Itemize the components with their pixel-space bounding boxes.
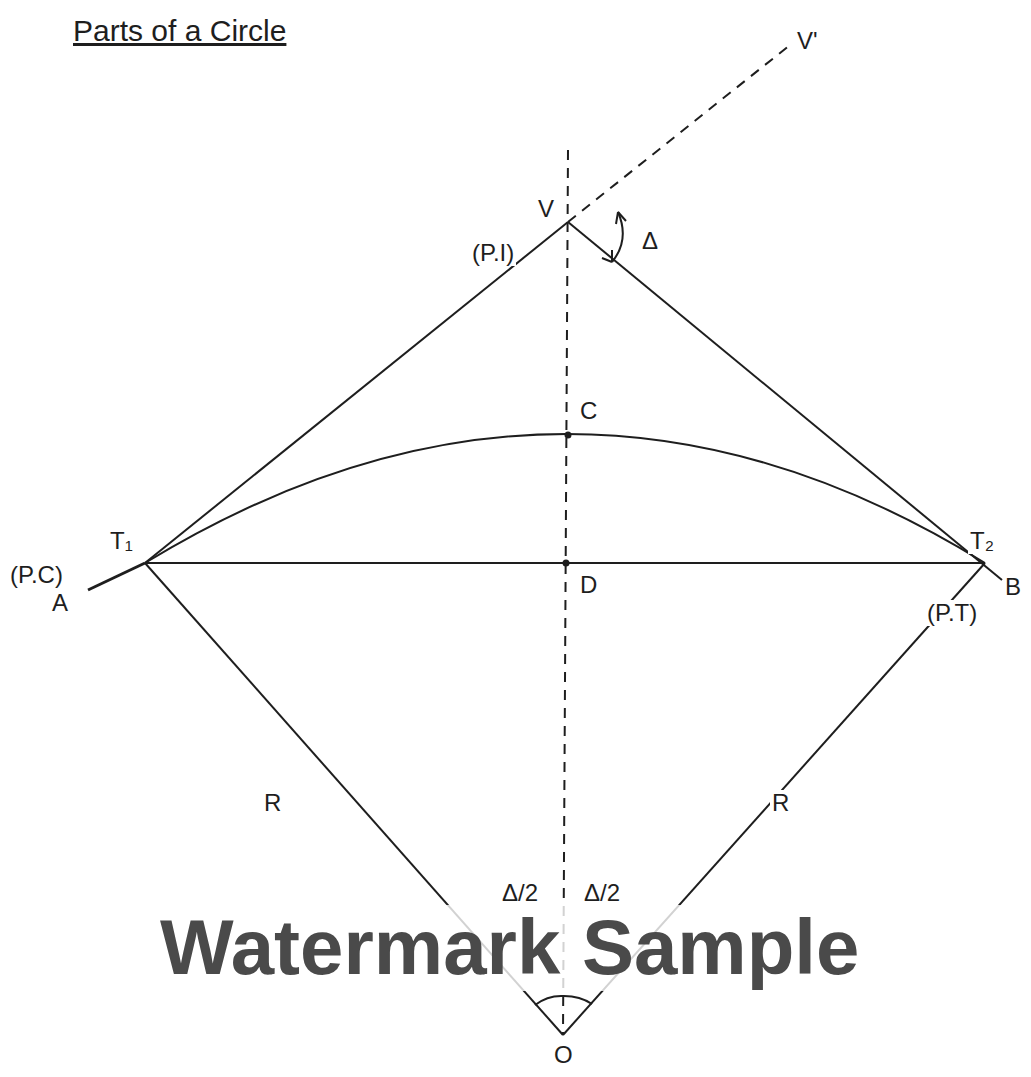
point-label: (P.C) <box>8 562 65 588</box>
approach-line <box>88 563 145 590</box>
diagram-title: Parts of a Circle <box>70 14 289 48</box>
point-label: V <box>536 196 556 222</box>
curve-arc <box>145 434 985 563</box>
forward-tangent <box>568 222 1002 580</box>
point-label: (P.I) <box>470 240 516 266</box>
radius-label: R <box>262 790 283 816</box>
middle-ordinate-line <box>563 150 568 1035</box>
point-label: T₁ <box>108 528 135 554</box>
point-label: O <box>552 1042 575 1068</box>
point-label: T₂ <box>968 528 996 554</box>
arrow-head <box>616 212 626 224</box>
point-label: C <box>578 398 599 424</box>
mid-chord-point <box>564 561 569 566</box>
angle-label: Δ <box>640 228 660 254</box>
watermark: Watermark Sample <box>160 905 859 991</box>
point-label: V' <box>795 28 820 54</box>
radius-label: R <box>770 790 791 816</box>
point-label: D <box>578 572 599 598</box>
half-angle-arc <box>564 996 592 1004</box>
mid-curve-point <box>566 433 571 438</box>
back-tangent <box>145 222 568 563</box>
angle-label: Δ/2 <box>500 880 540 906</box>
angle-label: Δ/2 <box>582 880 622 906</box>
tangent-extension <box>568 45 790 222</box>
point-label: A <box>50 590 70 616</box>
half-angle-arc <box>535 996 564 1005</box>
arrow-head <box>602 250 612 262</box>
point-label: B <box>1003 574 1023 600</box>
point-label: (P.T) <box>925 600 979 626</box>
